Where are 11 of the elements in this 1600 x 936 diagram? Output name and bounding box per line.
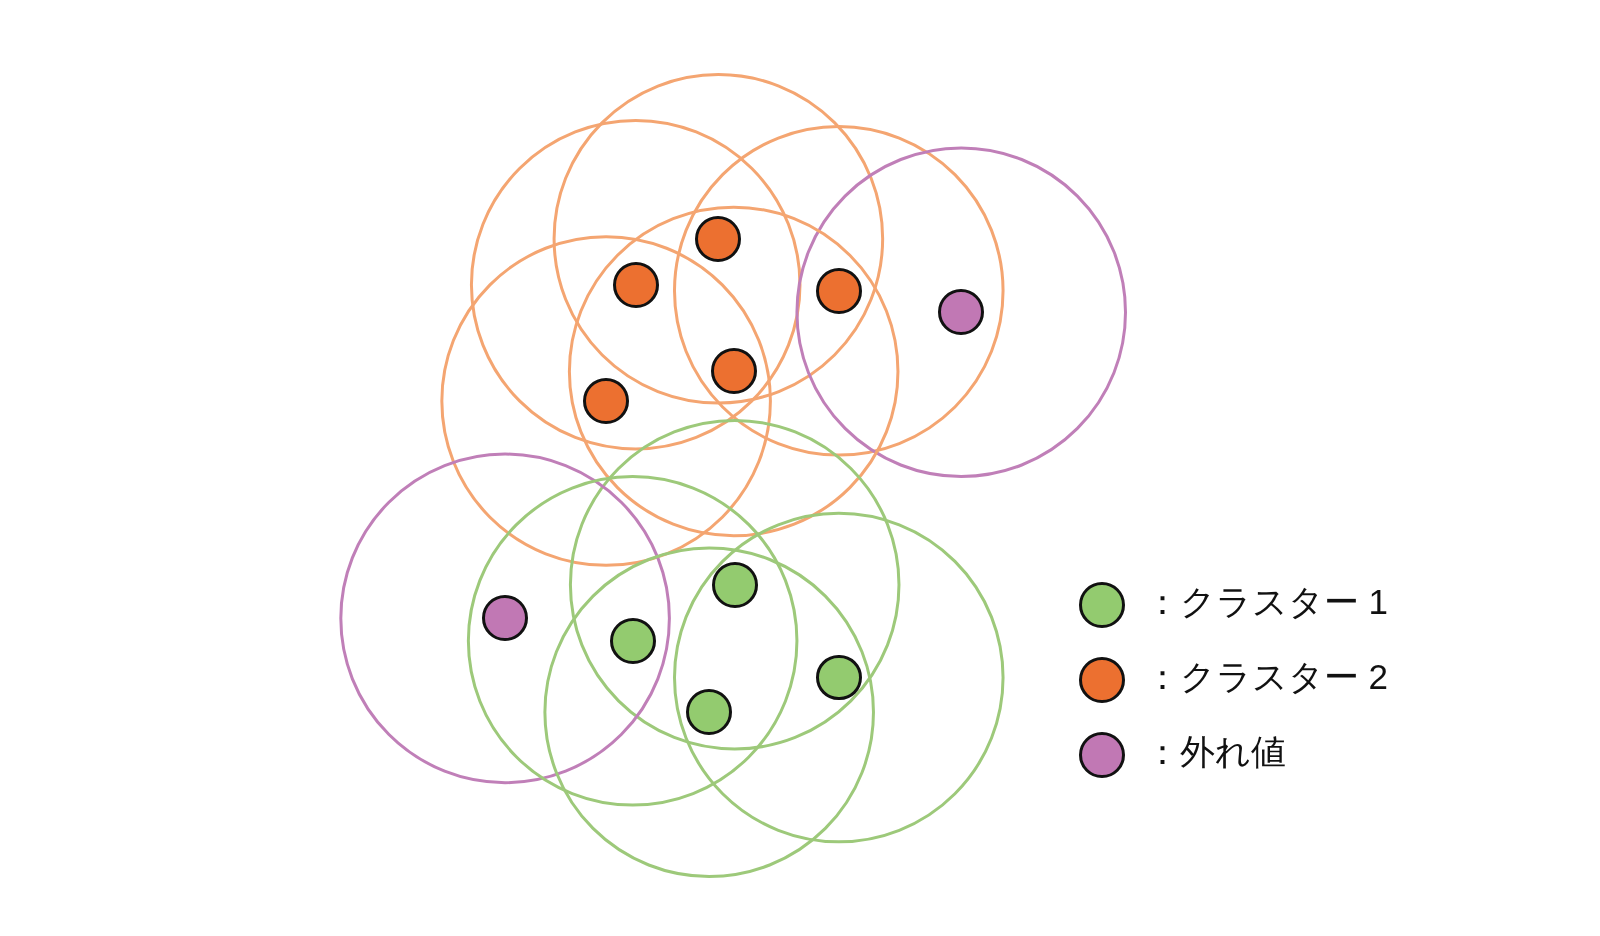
- legend-label: ：クラスター 2: [1144, 659, 1389, 695]
- data-point: [686, 689, 733, 736]
- data-point: [612, 261, 659, 308]
- legend-label: ：外れ値: [1144, 734, 1286, 770]
- data-point: [583, 378, 630, 424]
- data-point: [710, 348, 757, 395]
- data-point: [695, 215, 742, 262]
- data-point: [711, 561, 758, 608]
- legend-label: ：クラスター 1: [1144, 584, 1389, 620]
- data-point: [815, 654, 862, 701]
- data-point: [815, 267, 862, 314]
